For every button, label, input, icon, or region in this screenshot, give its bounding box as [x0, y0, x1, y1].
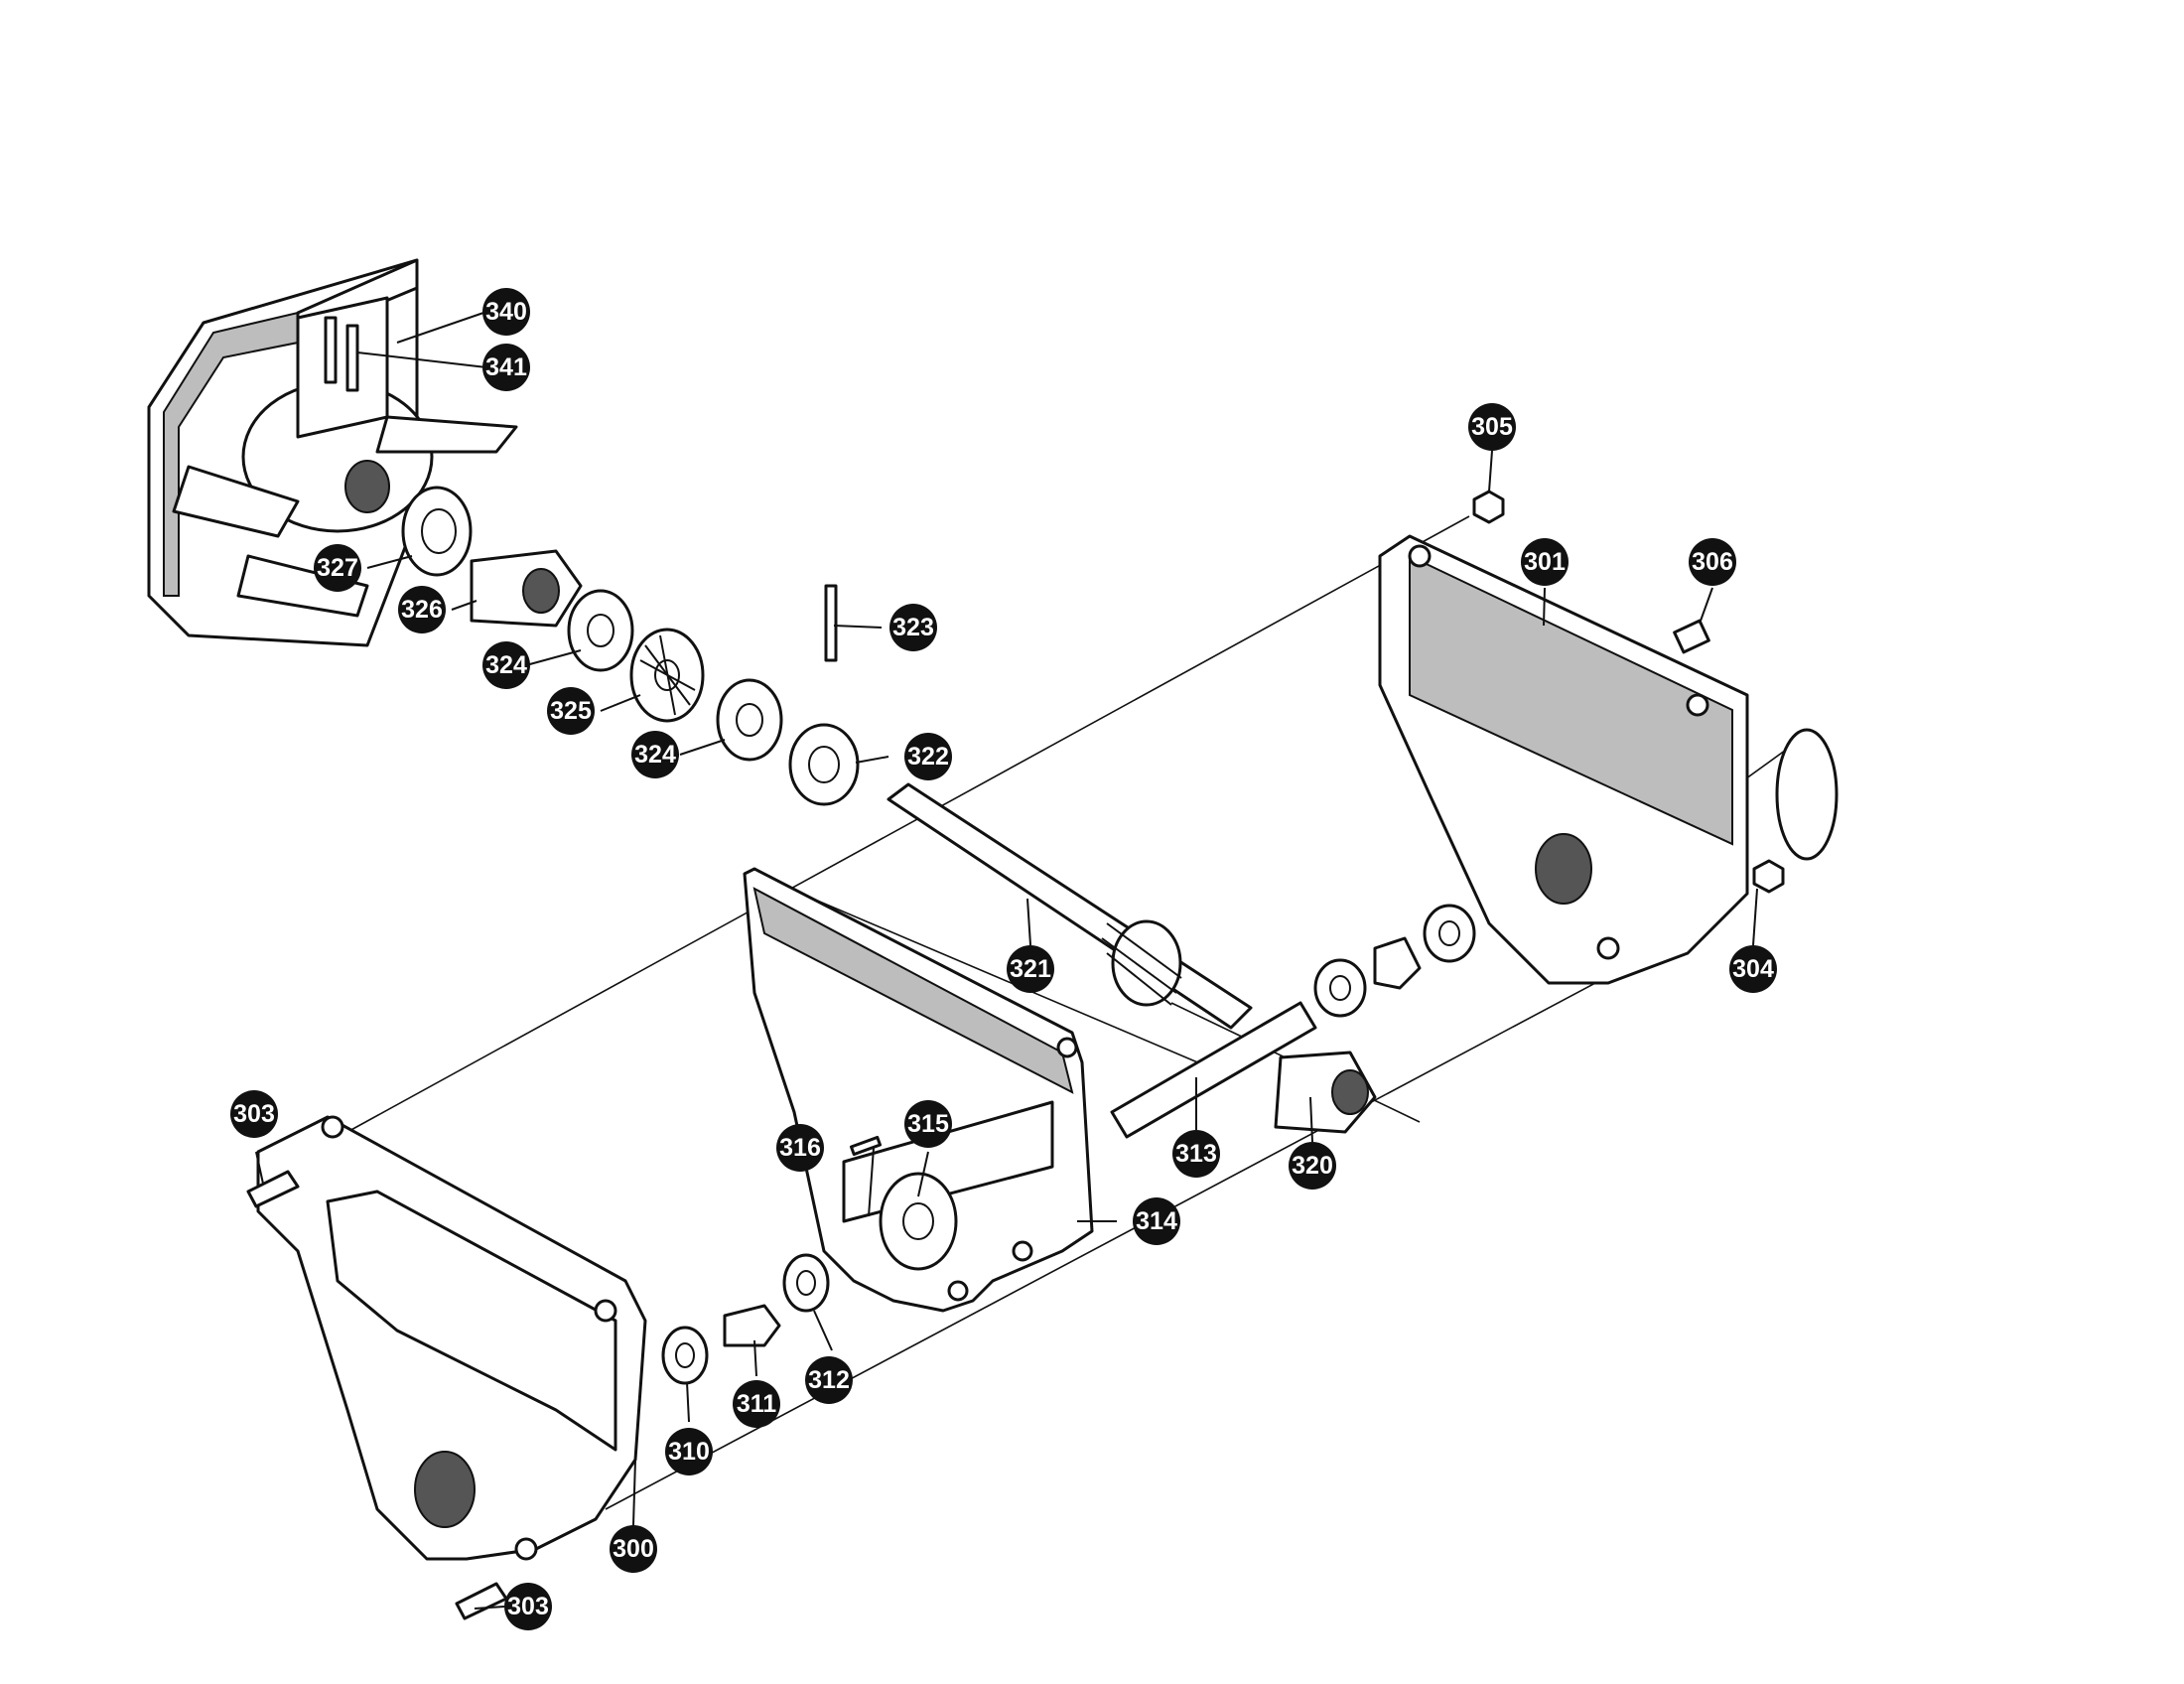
gearbox-half-right	[1378, 534, 1839, 985]
gearbox-half-left	[256, 1115, 647, 1561]
svg-text:322: 322	[907, 743, 949, 771]
left-washers	[661, 1253, 830, 1385]
shaft-bushing	[1274, 1051, 1377, 1134]
svg-text:311: 311	[737, 1390, 776, 1418]
svg-text:321: 321	[1010, 955, 1051, 983]
callout-327: 327	[314, 544, 361, 592]
callout-324b: 324	[631, 731, 679, 778]
callout-324a: 324	[482, 641, 530, 689]
drive-shaft	[1110, 1001, 1317, 1139]
svg-text:320: 320	[1292, 1152, 1333, 1180]
callout-303a: 303	[230, 1090, 278, 1138]
callout-316: 316	[776, 1124, 824, 1172]
callout-300: 300	[610, 1525, 657, 1573]
callout-321: 321	[1007, 945, 1054, 993]
svg-text:312: 312	[808, 1366, 850, 1394]
svg-text:306: 306	[1692, 548, 1733, 576]
svg-text:326: 326	[401, 596, 443, 624]
callout-320: 320	[1289, 1142, 1336, 1190]
callout-323: 323	[889, 604, 937, 651]
hex-bushing	[470, 549, 583, 628]
callout-303b: 303	[504, 1583, 552, 1630]
svg-text:314: 314	[1136, 1207, 1177, 1235]
leader-lines	[255, 311, 1758, 1610]
nuts-and-screws	[1472, 490, 1785, 894]
bearing	[401, 486, 473, 577]
svg-text:340: 340	[485, 298, 527, 326]
callout-306: 306	[1689, 538, 1736, 586]
callout-313: 313	[1172, 1130, 1220, 1178]
callout-301: 301	[1521, 538, 1569, 586]
callout-314: 314	[1133, 1197, 1180, 1245]
svg-text:315: 315	[907, 1110, 949, 1138]
svg-text:303: 303	[507, 1593, 549, 1620]
svg-text:301: 301	[1524, 548, 1566, 576]
svg-text:305: 305	[1471, 413, 1513, 441]
svg-text:324: 324	[485, 651, 527, 679]
svg-text:300: 300	[613, 1535, 654, 1563]
callout-315: 315	[904, 1100, 952, 1148]
svg-text:341: 341	[485, 353, 527, 381]
callout-322: 322	[904, 733, 952, 780]
callout-311: 311	[733, 1380, 780, 1428]
svg-text:310: 310	[668, 1438, 710, 1466]
right-washers	[1313, 904, 1476, 1018]
drive-gear	[849, 1135, 958, 1271]
callout-312: 312	[805, 1356, 853, 1404]
svg-text:313: 313	[1175, 1140, 1217, 1168]
callout-310: 310	[665, 1428, 713, 1475]
svg-text:324: 324	[634, 741, 676, 769]
callout-305: 305	[1468, 403, 1516, 451]
svg-text:303: 303	[233, 1100, 275, 1128]
callout-341: 341	[482, 344, 530, 391]
thrust-washers	[567, 589, 783, 762]
callout-304: 304	[1729, 945, 1777, 993]
svg-text:325: 325	[550, 697, 592, 725]
worm-shaft	[887, 782, 1253, 1030]
callout-340: 340	[482, 288, 530, 336]
callout-326: 326	[398, 586, 446, 633]
svg-text:316: 316	[779, 1134, 821, 1162]
shaft-collar	[788, 584, 860, 806]
svg-text:304: 304	[1732, 955, 1774, 983]
svg-text:327: 327	[317, 554, 358, 582]
shear-pins	[324, 316, 359, 392]
screws	[246, 1170, 508, 1620]
callout-325: 325	[547, 687, 595, 735]
svg-text:323: 323	[892, 614, 934, 641]
